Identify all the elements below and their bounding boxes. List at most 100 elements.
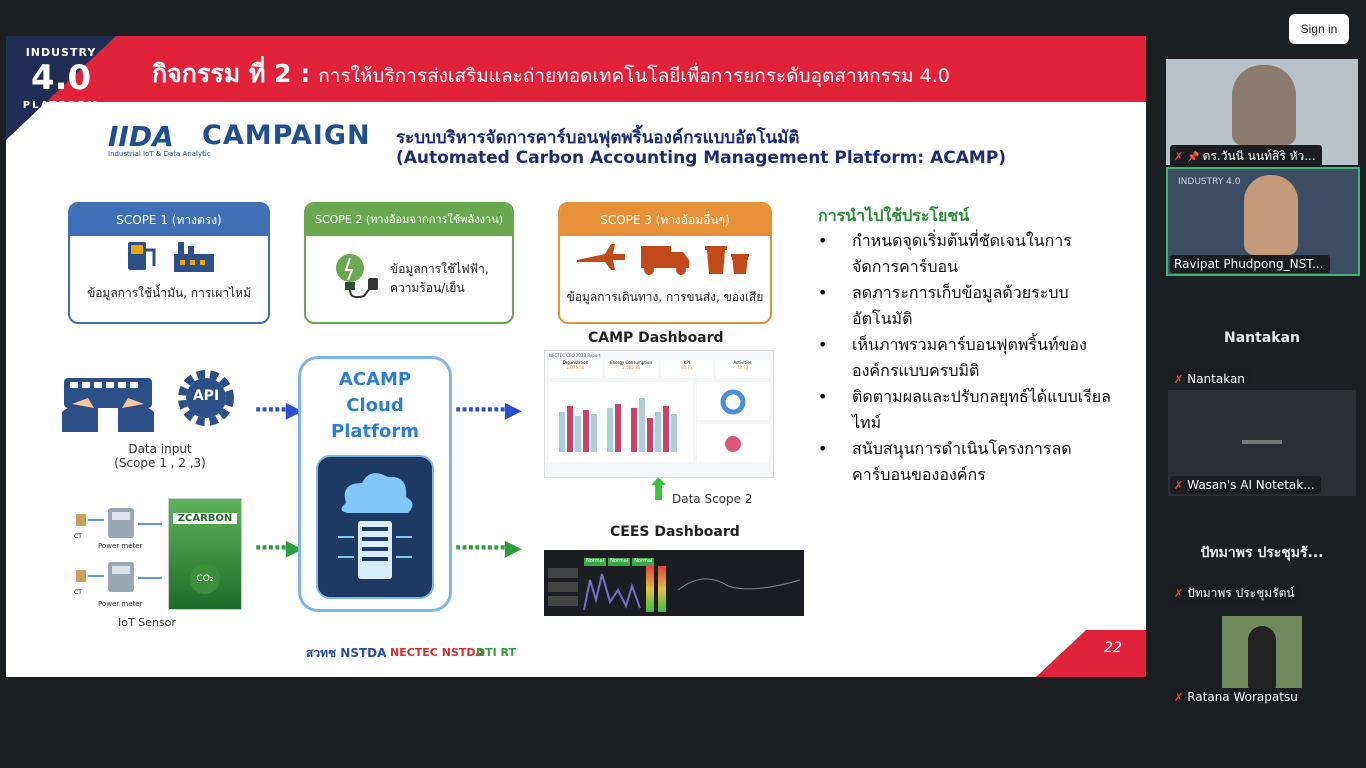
cees-dashboard-label: CEES Dashboard <box>610 524 740 540</box>
participant-6-name-badge: ✗Ratana Worapatsu <box>1170 688 1304 706</box>
benefit-item: กำหนดจุดเริ่มต้นที่ชัดเจนในการจัดการคาร์… <box>818 228 1118 280</box>
arrow-blue-left: ·····▶ <box>254 398 303 423</box>
mic-off-icon: ✗ <box>1174 587 1184 600</box>
benefit-item: เห็นภาพรวมคาร์บอนฟุตพริ้นท์ขององค์กรแบบค… <box>818 332 1118 384</box>
slide-page-number: 22 <box>1104 640 1122 656</box>
lightbulb-plug-icon <box>330 248 386 308</box>
cees-chart-thumbnail <box>548 566 801 612</box>
zcarbon-device: ZCARBON CO₂ <box>168 498 242 610</box>
sign-in-button[interactable]: Sign in <box>1289 14 1349 44</box>
presentation-slide: INDUSTRY 4.0 PLATFORM กิจกรรม ที่ 2 : การ… <box>6 36 1146 677</box>
cees-dashboard-screenshot: Normal Normal Normal <box>544 550 804 616</box>
system-title-english: (Automated Carbon Accounting Management … <box>396 148 1007 168</box>
benefits-list: กำหนดจุดเริ่มต้นที่ชัดเจนในการจัดการคาร์… <box>818 228 1118 488</box>
ct-label-1: CT <box>74 533 82 540</box>
cees-normal-1: Normal <box>584 558 607 566</box>
co2-leaf-icon: CO₂ <box>190 564 220 594</box>
participant-4-name: Wasan's AI Notetak... <box>1187 478 1315 492</box>
zcarbon-label: ZCARBON <box>173 513 237 524</box>
mic-off-icon: ✗ <box>1174 479 1184 492</box>
camp-card-kpi-label: KPI <box>683 360 690 365</box>
camp-card-organization-label: Organization <box>562 360 589 365</box>
mic-off-icon: ✗ <box>1174 150 1184 163</box>
acamp-cloud-platform: ACAMP Cloud Platform <box>298 356 452 612</box>
data-input-caption: Data input (Scope 1 , 2 ,3) <box>100 442 220 470</box>
scope1-box: SCOPE 1 (ทางตรง) ข้อมูลการใช้น้ำมัน, การ… <box>68 202 270 324</box>
benefits-header: การนำไปใช้ประโยชน์ <box>818 206 970 225</box>
participant-tile-2[interactable]: INDUSTRY 4.0 Ravipat Phudpong_NST... <box>1166 167 1360 276</box>
corner-red-rect <box>1086 630 1146 677</box>
arrow-up-green-icon: ⬆ <box>646 473 672 508</box>
slide-title-main: กิจกรรม ที่ 2 : <box>152 59 311 88</box>
header-navy-shape <box>6 36 116 140</box>
participant-5-display-name: ปัทมาพร ประชุมรั... <box>1200 545 1324 561</box>
camp-bar-chart-thumbnail <box>549 382 769 462</box>
fuel-factory-icon <box>70 236 268 284</box>
scope3-text: ข้อมูลการเดินทาง, การขนส่ง, ของเสีย <box>566 290 764 304</box>
slide-header-bar <box>6 36 1146 102</box>
iot-sensor-label: IoT Sensor <box>118 616 176 629</box>
data-input-sub: (Scope 1 , 2 ,3) <box>114 456 206 470</box>
scope3-box: SCOPE 3 (ทางอ้อมอื่นๆ) ข้อมูลการเดินทาง,… <box>558 202 772 324</box>
participant-tile-4[interactable]: ✗Wasan's AI Notetak... <box>1168 390 1356 496</box>
cloud-server-icon <box>316 455 434 599</box>
nectec-logo: NECTEC NSTDA <box>390 646 484 659</box>
participant-3-display-name: Nantakan <box>1224 330 1300 346</box>
benefit-item: สนับสนุนการดำเนินโครงการลดคาร์บอนขององค์… <box>818 436 1118 488</box>
camp-card-energy-label: Energy Consumption <box>610 360 653 365</box>
camp-card-energy-value: 2,565.38 <box>622 365 641 370</box>
participant-5-name-badge: ✗ปัทมาพร ประชุมรัตน์ <box>1170 582 1301 605</box>
camp-report-title: NECTEC CFO 2023 Report <box>549 353 601 358</box>
participant-2-background-logo: INDUSTRY 4.0 <box>1178 177 1241 187</box>
participant-3-name: Nantakan <box>1187 372 1245 386</box>
participant-1-video <box>1232 65 1296 145</box>
camp-dashboard-label: CAMP Dashboard <box>588 330 724 346</box>
participant-6-avatar <box>1222 616 1302 690</box>
logo-line2: 4.0 <box>30 58 92 98</box>
corner-red-shape <box>1036 630 1086 677</box>
participant-1-name-badge: ✗📌ดร.วันนี นนท์สิริ หัว... <box>1170 145 1322 165</box>
participant-6-figure <box>1248 626 1276 690</box>
arrow-green-right: ········▶ <box>454 536 522 561</box>
benefit-item: ลดภาระการเก็บข้อมูลด้วยระบบอัตโนมัติ <box>818 280 1118 332</box>
campaign-label: CAMPAIGN <box>202 120 371 151</box>
cees-normal-2: Normal <box>608 558 631 566</box>
power-meter-label-1: Power meter <box>98 542 143 550</box>
slide-title-sub: การให้บริการส่งเสริมและถ่ายทอดเทคโนโลยีเ… <box>318 65 950 87</box>
camp-card-activities-value: 79.73 <box>736 365 749 370</box>
scope2-header: SCOPE 2 (ทางอ้อมจากการใช้พลังงาน) <box>306 204 512 236</box>
notetaker-logo <box>1242 440 1282 444</box>
participant-tile-1[interactable]: ✗📌ดร.วันนี นนท์สิริ หัว... <box>1166 59 1358 165</box>
benefit-item: ติดตามผลและปรับกลยุทธ์ได้แบบเรียลไทม์ <box>818 384 1118 436</box>
scope2-content: ข้อมูลการใช้ไฟฟ้า, ความร้อน/เย็น <box>306 236 512 316</box>
power-meter-label-2: Power meter <box>98 600 143 608</box>
cees-normal-3: Normal <box>632 558 655 566</box>
camp-card-organization-value: 1,075.60 <box>566 365 585 370</box>
scope3-header: SCOPE 3 (ทางอ้อมอื่นๆ) <box>560 204 770 236</box>
campaign-tagline: Industrial IoT & Data Analytic <box>108 150 211 158</box>
data-scope2-label: Data Scope 2 <box>672 492 753 506</box>
mic-off-icon: ✗ <box>1174 373 1184 386</box>
participant-3-name-badge: ✗Nantakan <box>1170 370 1251 388</box>
mic-off-icon: ✗ <box>1174 691 1184 704</box>
industry-logo: INDUSTRY 4.0 PLATFORM <box>6 36 216 140</box>
participant-2-name-badge: Ravipat Phudpong_NST... <box>1170 255 1330 273</box>
scope1-header: SCOPE 1 (ทางตรง) <box>70 204 268 236</box>
plane-truck-trash-icon <box>560 236 770 288</box>
arrow-green-left: ·····▶ <box>254 536 303 561</box>
data-input-label: Data input <box>128 442 192 456</box>
camp-card-kpi-value: 80.71 <box>681 365 693 370</box>
participant-2-video <box>1244 175 1298 255</box>
pin-icon: 📌 <box>1187 152 1200 163</box>
cloud-platform-title: ACAMP Cloud Platform <box>331 369 419 442</box>
keyboard-hands-icon <box>58 368 158 440</box>
scope1-text: ข้อมูลการใช้น้ำมัน, การเผาไหม้ <box>87 286 251 300</box>
participant-6-name: Ratana Worapatsu <box>1187 690 1298 704</box>
dti-logo: DTI RT <box>476 646 517 659</box>
slide-title: กิจกรรม ที่ 2 : การให้บริการส่งเสริมและถ่… <box>152 54 950 94</box>
scope2-text: ข้อมูลการใช้ไฟฟ้า, ความร้อน/เย็น <box>390 262 489 295</box>
participant-4-name-badge: ✗Wasan's AI Notetak... <box>1170 476 1321 494</box>
